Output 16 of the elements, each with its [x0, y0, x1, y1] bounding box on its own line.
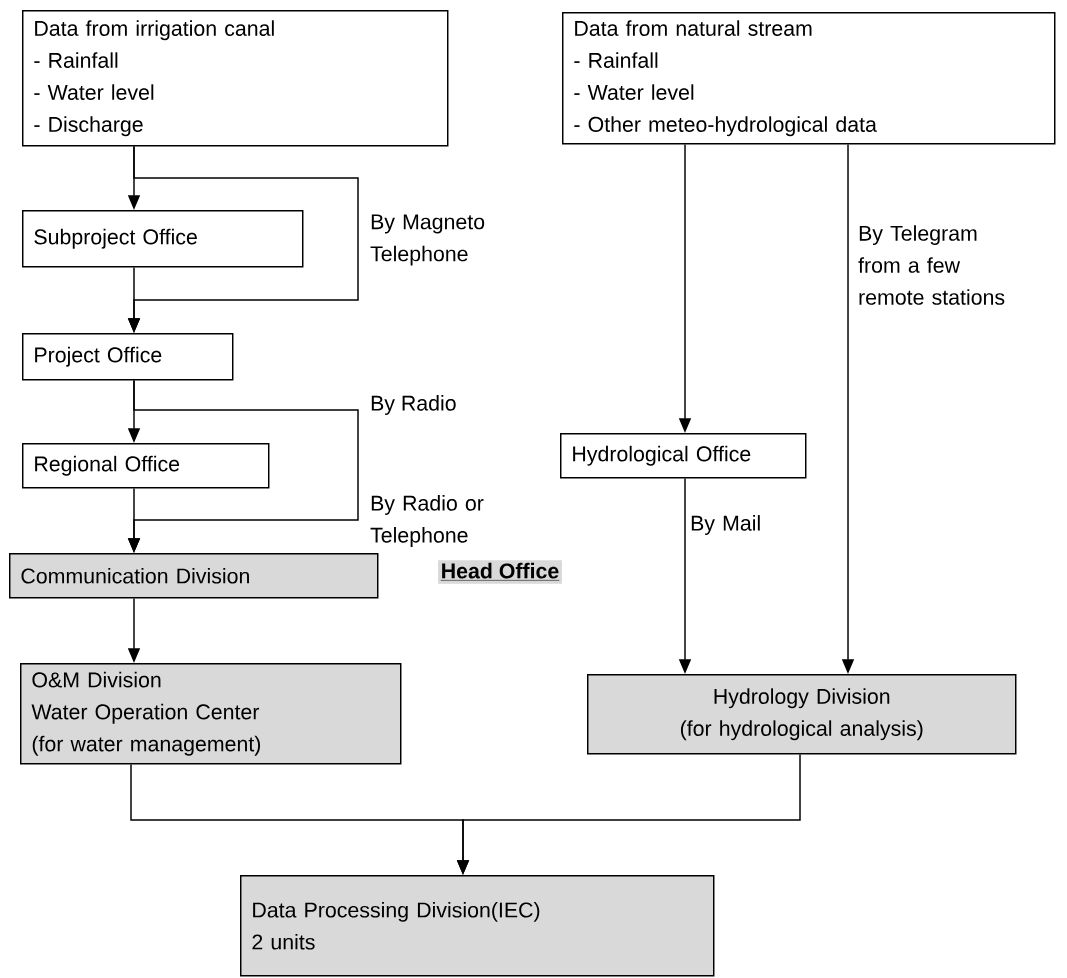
division-box: O&M Division Water Operation Center (for water management) — [20, 663, 402, 765]
data-source-box: Data from irrigation canal - Rainfall - Water level - Discharge — [22, 10, 449, 147]
edge-label: By Telegram from a few remote stations — [858, 225, 1005, 305]
section-label: Head Office — [438, 560, 562, 584]
office-box: Regional Office — [22, 443, 270, 489]
edge-label: By Radio or Telephone — [370, 495, 484, 547]
office-box: Subproject Office — [22, 210, 304, 268]
note-label: By Radio — [371, 395, 456, 415]
division-box: Communication Division — [9, 553, 379, 599]
data-source-box: Data from natural stream - Rainfall - Water level - Other meteo-hydrological data — [562, 12, 1056, 145]
edge-label: By Magneto Telephone — [370, 214, 485, 266]
division-box: Hydrology Division (for hydrological analysis) — [587, 674, 1017, 755]
office-box: Project Office — [22, 333, 234, 381]
office-box: Hydrological Office — [560, 433, 807, 479]
division-box: Data Processing Division(IEC) 2 units — [240, 875, 715, 977]
edge-label: By Mail — [691, 515, 760, 535]
